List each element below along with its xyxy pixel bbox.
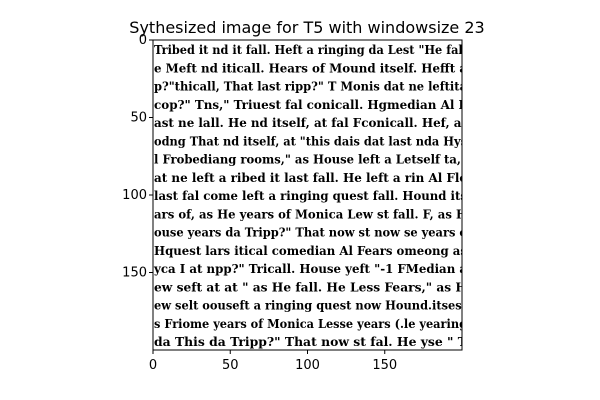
y-axis: 0 50 100 150 [122,33,153,281]
image-text-line: ew seft at at " as He fall. He Less Fear… [154,279,467,294]
image-text-line: s Friome years of Monica Lesse years (.l… [154,316,467,331]
image-text-line: last fal come left a ringing quest fall.… [154,188,467,203]
y-tick-label: 0 [139,33,147,48]
image-text-line: yca I at npp?" Tricall. House yeft "-1 F… [153,261,467,276]
image-text-line: cop?" Tns," Triuest fal conicall. Hgmedi… [154,97,467,112]
x-tick-label: 150 [372,358,397,373]
plot-background [153,40,462,350]
y-tick-label: 100 [122,188,147,203]
x-tick-label: 50 [222,358,239,373]
image-text-line: p?"thicall, That last ripp?" T Monis dat… [154,79,467,94]
image-text-line: Tribed it nd it fall. Heft a ringing da … [154,42,467,57]
x-tick-label: 100 [295,358,320,373]
image-text-line: at ne left a ribed it last fall. He left… [154,170,467,185]
image-text-line: ast ne lall. He nd itself, at fal Fconic… [154,115,467,130]
x-tick-label: 0 [149,358,157,373]
image-text-line: e Meft nd iticall. Hears of Mound itself… [154,60,467,75]
image-text-line: ars of, as He years of Monica Lew st fal… [154,206,467,221]
image-text-line: ouse years da Tripp?" That now st now se… [154,225,467,240]
synthesized-image: Tribed it nd it fall. Heft a ringing da … [153,42,468,349]
y-tick-label: 150 [122,266,147,281]
y-tick-label: 50 [130,111,147,126]
x-axis: 0 50 100 150 [149,350,397,373]
image-text-line: Hquest lars itical comedian Al Fears ome… [154,243,467,258]
image-text-line: ew selt oouseft a ringing quest now Houn… [154,298,467,313]
plot-area: Tribed it nd it fall. Heft a ringing da … [152,39,468,351]
image-text-line: l Frobediang rooms," as House left a Let… [154,152,467,167]
image-text-line: odng That nd itself, at "this dais dat l… [154,133,467,148]
image-text-line: da This da Tripp?" That now st fal. He y… [154,334,468,349]
chart-title: Sythesized image for T5 with windowsize … [129,18,484,37]
